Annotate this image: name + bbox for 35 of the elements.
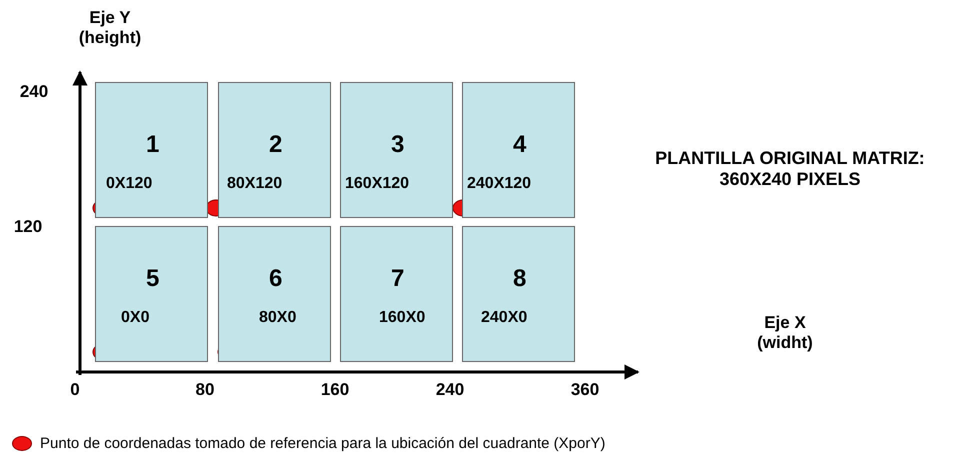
tick-label: 360 <box>570 380 600 400</box>
axis-title: Eje Y (height) <box>78 8 142 48</box>
quadrant-number: 2 <box>269 131 282 159</box>
tick-label: 240 <box>434 380 466 400</box>
origin-coordinates: 80X0 <box>259 309 296 327</box>
quadrant-box <box>340 226 453 362</box>
origin-coordinates: 240X120 <box>467 175 532 193</box>
tick-label: 120 <box>12 217 44 237</box>
quadrant-number: 4 <box>513 131 526 159</box>
origin-coordinates: 0X0 <box>121 309 150 327</box>
tick-label: 80 <box>194 380 216 400</box>
quadrant-box <box>95 226 208 362</box>
quadrant-box <box>218 82 331 218</box>
quadrant-box <box>462 82 575 218</box>
template-note: PLANTILLA ORIGINAL MATRIZ: 360X240 PIXELS <box>654 148 926 190</box>
quadrant-box <box>340 82 453 218</box>
quadrant-number: 1 <box>146 131 160 159</box>
quadrant-box <box>218 226 331 362</box>
quadrant-number: 3 <box>391 131 404 159</box>
quadrant-number: 5 <box>146 265 160 293</box>
origin-coordinates: 160X0 <box>379 309 426 327</box>
origin-coordinates: 160X120 <box>345 175 410 193</box>
origin-coordinates: 0X120 <box>106 175 152 193</box>
origin-coordinates: 240X0 <box>481 309 528 327</box>
quadrant-number: 8 <box>513 265 526 293</box>
origin-coordinates: 80X120 <box>227 175 282 193</box>
tick-label: 160 <box>320 380 350 400</box>
quadrant-number: 7 <box>391 265 404 293</box>
axis-title: Eje X (widht) <box>756 313 814 353</box>
legend-text: Punto de coordenadas tomado de referencia para la ubicación del cuadrante (XporY) <box>40 435 606 452</box>
tick-label: 240 <box>18 82 50 102</box>
quadrant-box <box>95 82 208 218</box>
quadrant-number: 6 <box>269 265 282 293</box>
quadrant-box <box>462 226 575 362</box>
tick-label: 0 <box>69 380 81 400</box>
